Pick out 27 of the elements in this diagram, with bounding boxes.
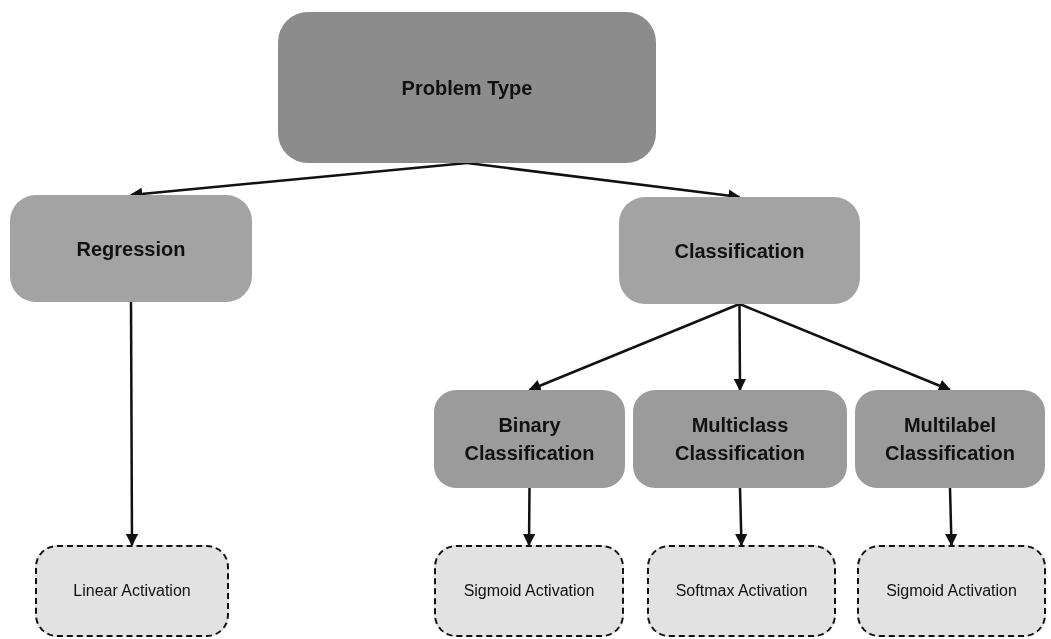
category-box: [10, 195, 252, 302]
subcategory-box: [434, 390, 625, 488]
root-box: [278, 12, 656, 163]
arrow: [739, 302, 952, 392]
node-label: Softmax Activation: [674, 580, 809, 601]
arrow: [125, 302, 139, 547]
arrow: [528, 302, 740, 392]
node-label: Linear Activation: [72, 580, 192, 601]
category-box: [619, 197, 860, 304]
arrow: [733, 304, 747, 392]
node-label: Problem Type: [400, 75, 534, 101]
subcategory-box: [855, 390, 1045, 488]
node-label: Sigmoid Activation: [462, 580, 596, 601]
arrow: [944, 487, 958, 547]
node-label: Binary Classification: [463, 413, 596, 466]
arrow: [522, 488, 536, 547]
activation-box: [857, 545, 1046, 637]
activation-box: [647, 545, 836, 637]
node-label: Multiclass Classification: [673, 413, 806, 466]
arrow: [734, 487, 748, 547]
node-label: Classification: [673, 238, 806, 264]
activation-box: [434, 545, 624, 637]
node-label: Multilabel Classification: [883, 413, 1016, 466]
subcategory-box: [633, 390, 847, 488]
node-label: Sigmoid Activation: [885, 580, 1018, 601]
node-label: Regression: [75, 236, 187, 262]
activation-box: [35, 545, 229, 637]
